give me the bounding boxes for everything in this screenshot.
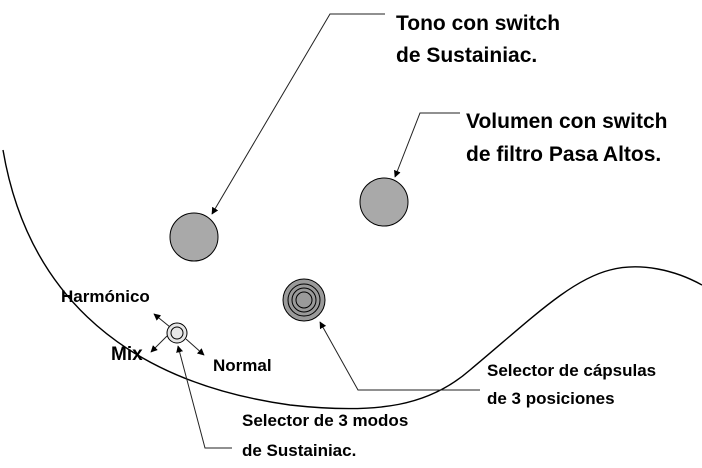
tone-callout-line1: Tono con switch bbox=[396, 12, 560, 35]
tone-knob[interactable] bbox=[169, 212, 219, 262]
tone-leader-line bbox=[211, 13, 385, 215]
tone-callout-line2: de Sustainiac. bbox=[396, 44, 537, 67]
mix-arrow bbox=[150, 335, 168, 353]
normal-arrow bbox=[185, 338, 205, 356]
pickup-selector-callout-line1: Selector de cápsulas bbox=[487, 361, 656, 380]
volume-callout-line2: de filtro Pasa Altos. bbox=[466, 143, 661, 166]
mix-label: Mix bbox=[111, 344, 143, 365]
mode-selector-leader-line bbox=[176, 345, 232, 449]
volume-knob[interactable] bbox=[359, 177, 409, 227]
normal-label: Normal bbox=[213, 356, 272, 375]
harmonic-label: Harmónico bbox=[61, 287, 150, 306]
guitar-body-outline bbox=[2, 149, 702, 410]
pickup-selector-switch[interactable] bbox=[282, 278, 326, 322]
volume-callout-line1: Volumen con switch bbox=[466, 110, 667, 133]
mode-selector-callout-line2: de Sustainiac. bbox=[242, 441, 356, 460]
harmonic-arrow bbox=[153, 313, 171, 328]
pickup-selector-leader-line bbox=[319, 321, 480, 391]
mode-selector-callout-line1: Selector de 3 modos bbox=[242, 411, 408, 430]
volume-leader-line bbox=[394, 112, 460, 178]
sustainiac-mode-switch[interactable] bbox=[166, 322, 188, 344]
pickup-selector-callout-line2: de 3 posiciones bbox=[487, 389, 615, 408]
